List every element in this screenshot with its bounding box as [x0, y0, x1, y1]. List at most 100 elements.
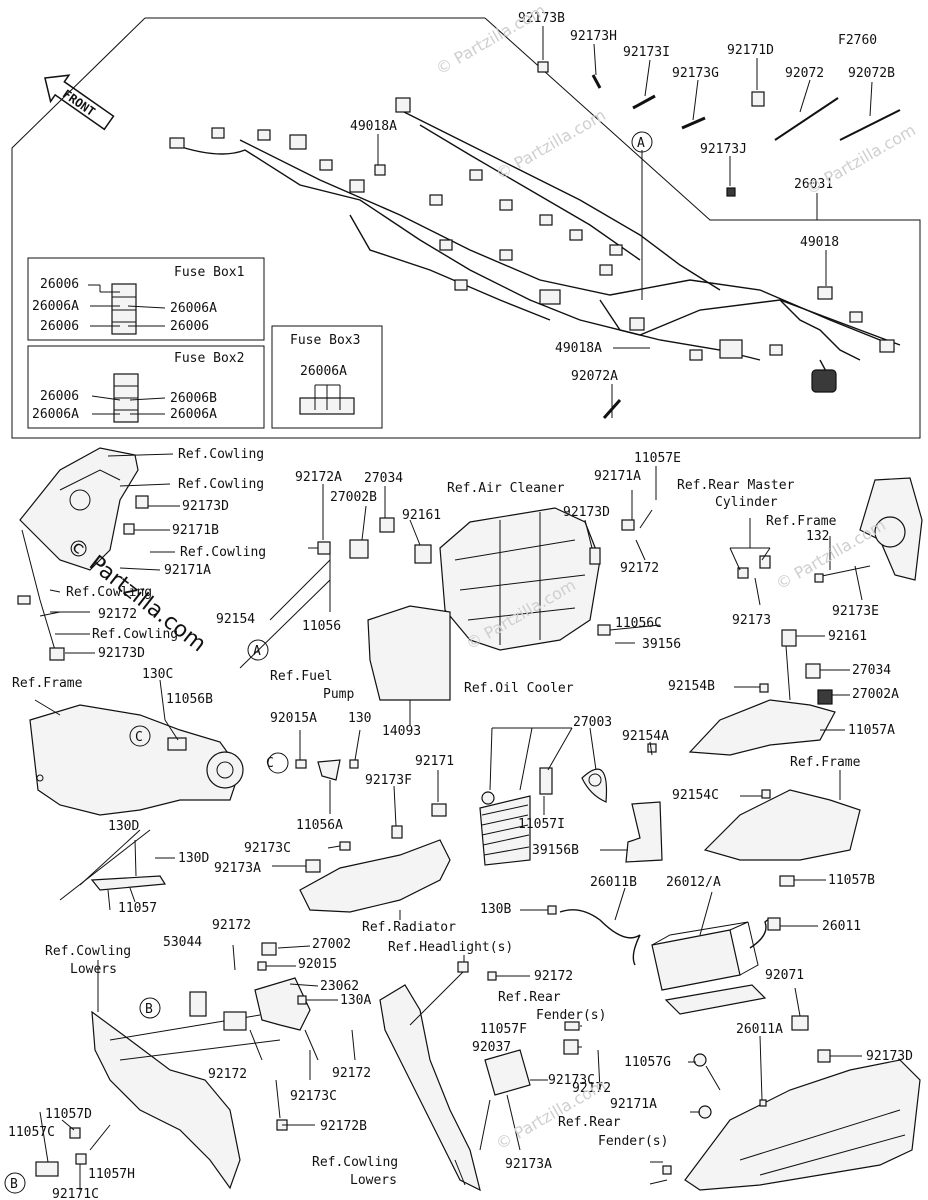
fuse-box-1: Fuse Box1 26006 26006A 26006 26006A 2600… — [27, 257, 265, 341]
part-92173G: 92173G — [672, 66, 719, 81]
part-26031: 26031 — [794, 177, 833, 192]
part-92071: 11057F — [480, 1022, 527, 1037]
part-27003: 27003 — [573, 715, 612, 730]
part-11056C: 11056C — [615, 616, 662, 631]
part-92172-lower: 92173A — [505, 1157, 552, 1172]
air-cleaner-drawing — [308, 507, 653, 701]
part-26011B: 26011B — [590, 875, 637, 890]
part-92173H: 92173H — [570, 29, 617, 44]
ref-frame-2: Ref.Frame — [12, 676, 83, 691]
part-92171A-bottom: 92172B — [320, 1119, 367, 1134]
callout-b-lower-label: B — [145, 1002, 153, 1017]
part-92173D-b: 92173D — [98, 646, 145, 661]
callout-a-top-label: A — [637, 136, 645, 151]
ref-cowl-lowers-2b: Lowers — [350, 1173, 397, 1188]
callout-a-mid — [247, 639, 269, 661]
fuse-box-3-title: Fuse Box3 — [290, 333, 360, 348]
ref-oil-cooler: Ref.Oil Cooler — [464, 681, 574, 696]
part-11057A: 11057A — [848, 723, 895, 738]
part-130B: 130B — [480, 902, 511, 917]
part-92173A-b: 92171C — [52, 1187, 99, 1200]
ref-cowling-4: Ref.Cowling — [66, 585, 152, 600]
leaders-center — [239, 466, 661, 725]
part-27002: 27002 — [312, 937, 351, 952]
bracket-11057-drawing — [59, 829, 175, 911]
leaders-mid-left — [39, 453, 180, 654]
left-frame-drawing — [29, 679, 244, 816]
main-harness-drawing — [169, 97, 901, 393]
part-130: 130 — [348, 711, 371, 726]
part-92172-headlight: 92172 — [534, 969, 573, 984]
part-11056A: 11056A — [296, 818, 343, 833]
part-92173D-d: 11057D — [45, 1107, 92, 1122]
callout-a-mid-label: A — [253, 644, 261, 659]
part-130A: 130A — [340, 993, 371, 1008]
part-11057B: 11057B — [828, 873, 875, 888]
part-27002B: 27002B — [330, 490, 377, 505]
leaders-right-mid — [734, 635, 850, 881]
callout-b-bottom-label: B — [10, 1177, 18, 1192]
part-11057E: 11057E — [634, 451, 681, 466]
ref-frame-3: Ref.Frame — [790, 755, 861, 770]
fuse-box-2-right-2: 26006A — [170, 407, 217, 422]
part-11056B: 11056B — [166, 692, 213, 707]
part-92154B: 92154B — [668, 679, 715, 694]
right-harness-bracket-drawing — [688, 629, 861, 887]
ref-cowl-lowers-2a: Ref.Cowling — [312, 1155, 398, 1170]
ref-fuel-pump-2: Pump — [323, 687, 354, 702]
fuse-box-2: Fuse Box2 26006 26006A 26006B 26006A — [27, 345, 265, 429]
part-92154C: 92154C — [672, 788, 719, 803]
part-92172A: 92172A — [295, 470, 342, 485]
part-92173D-a: 92173D — [182, 499, 229, 514]
part-49018A-top: 49018A — [350, 119, 397, 134]
part-92173C-b: 11057G — [624, 1055, 671, 1070]
ref-rear-master-2: Cylinder — [715, 495, 778, 510]
part-92171B: 92171B — [172, 523, 219, 538]
fuse-box-2-title: Fuse Box2 — [174, 351, 244, 366]
ref-air-cleaner: Ref.Air Cleaner — [447, 481, 565, 496]
watermark-1: © Partzilla.com — [433, 0, 549, 78]
fuse-box-1-left-3: 26006 — [40, 319, 79, 334]
callout-c-left-label: C — [135, 730, 143, 745]
part-92173C-a: 92173C — [244, 841, 291, 856]
part-92072A: 92072A — [571, 369, 618, 384]
callout-b-lower — [139, 997, 161, 1019]
fuse-box-3-part: 26006A — [300, 364, 347, 379]
rear-fender-drawing — [649, 987, 921, 1191]
part-130D-a: 130D — [108, 819, 139, 834]
part-92161-b: 92161 — [828, 629, 867, 644]
callout-c-mid-label: C — [266, 756, 274, 771]
part-92173C-c: 92171A — [610, 1097, 657, 1112]
part-92173E: 92173E — [832, 604, 879, 619]
part-92015: 92015 — [298, 957, 337, 972]
part-92154A: 92154A — [622, 729, 669, 744]
part-92173I: 92173I — [623, 45, 670, 60]
part-49018A-bottom: 49018A — [555, 341, 602, 356]
part-92173: 92173 — [732, 613, 771, 628]
fuse-box-2-left-1: 26006 — [40, 389, 79, 404]
ref-cowling-3: Ref.Cowling — [180, 545, 266, 560]
part-132: 132 — [806, 529, 829, 544]
ref-rear-fender-1b: Fender(s) — [536, 1008, 606, 1023]
part-92173A-a: 92173A — [214, 861, 261, 876]
ref-headlight: Ref.Headlight(s) — [388, 940, 513, 955]
ref-cowling-5: Ref.Cowling — [92, 627, 178, 642]
fuse-box-2-left-2: 26006A — [32, 407, 79, 422]
part-39156B: 39156B — [532, 843, 579, 858]
watermark-3: © Partzilla.com — [803, 120, 919, 198]
ref-rear-master-1: Ref.Rear Master — [677, 478, 795, 493]
ref-cowl-lowers-1b: Lowers — [70, 962, 117, 977]
ref-cowling-1: Ref.Cowling — [178, 447, 264, 462]
part-11057D: 11057C — [8, 1125, 55, 1140]
part-92172-mid: 92172 — [332, 1066, 371, 1081]
fuse-box-1-right-2: 26006 — [170, 319, 209, 334]
part-11057I: 11057I — [518, 817, 565, 832]
part-27034-a: 27034 — [364, 471, 403, 486]
part-92173B: 92173B — [518, 11, 565, 26]
part-92173J: 92173J — [700, 142, 747, 157]
loose-parts-top — [537, 61, 901, 419]
part-27002A: 27002A — [852, 687, 899, 702]
ref-cowling-2: Ref.Cowling — [178, 477, 264, 492]
part-92037: 26011A — [736, 1022, 783, 1037]
